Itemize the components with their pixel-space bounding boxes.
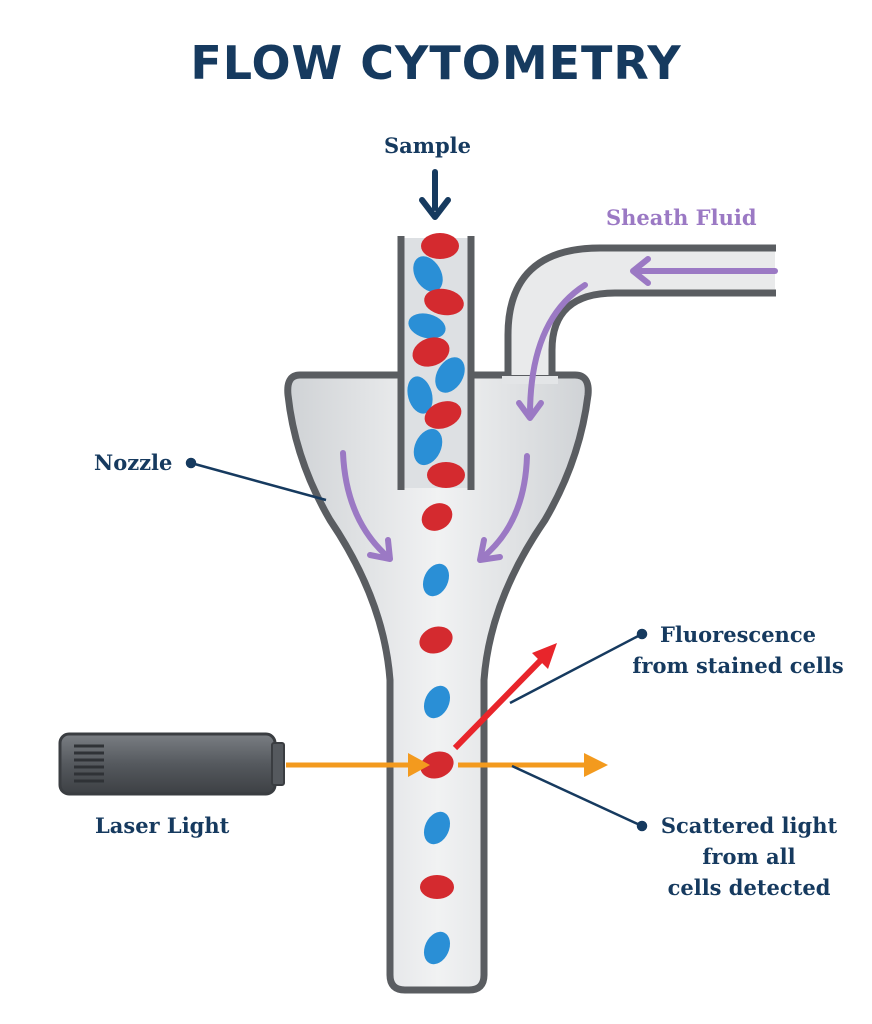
sample-arrow-icon (419, 169, 451, 220)
blue-cell (423, 931, 451, 965)
sheath-fluid-label: Sheath Fluid (606, 205, 757, 230)
laser-light-label: Laser Light (95, 813, 230, 838)
laser-device-icon (58, 732, 285, 796)
scattered-label-line1: Scattered light (660, 813, 838, 838)
channel-cells (419, 503, 454, 965)
fluorescence-label-line1: Fluorescence (660, 622, 816, 647)
red-cell (424, 401, 462, 429)
blue-cell (408, 313, 446, 339)
fluorescence-label: Fluorescence from stained cells (618, 619, 858, 681)
scattered-label-line2: from all (702, 844, 796, 869)
red-cell (424, 288, 464, 316)
scattered-leader (511, 764, 643, 828)
red-cell (412, 337, 450, 367)
blue-cell (435, 357, 465, 393)
scattered-light-label: Scattered light from all cells detected (644, 810, 854, 903)
red-cell (427, 462, 465, 488)
nozzle-label: Nozzle (94, 450, 173, 475)
sample-label: Sample (384, 133, 472, 158)
blue-cell (413, 256, 443, 292)
scattered-label-line3: cells detected (667, 875, 831, 900)
red-cell (421, 503, 453, 531)
blue-cell (407, 376, 433, 414)
laser-beam-arrow-icon (286, 753, 430, 777)
scatter-arrow-icon (458, 753, 608, 777)
fluorescence-label-line2: from stained cells (632, 653, 844, 678)
sheath-tube (510, 250, 775, 375)
red-cell (420, 875, 454, 899)
fluorescence-arrow-icon (452, 643, 557, 751)
sheath-flow-arrow-icon (340, 256, 778, 563)
blue-cell (423, 685, 451, 719)
fluorescence-leader (509, 632, 643, 705)
diagram-title: FLOW CYTOMETRY (190, 36, 682, 90)
red-cell (420, 751, 454, 779)
sheath-tube-inner-wall (548, 289, 776, 375)
blue-cell (413, 428, 443, 466)
blue-cell (422, 563, 450, 597)
red-cell (419, 626, 453, 654)
sample-cells (407, 233, 465, 488)
nozzle-leader (190, 461, 327, 502)
leader-lines (185, 457, 648, 832)
sheath-tube-outer-wall (504, 244, 776, 375)
blue-cell (423, 811, 451, 845)
red-cell (421, 233, 459, 259)
